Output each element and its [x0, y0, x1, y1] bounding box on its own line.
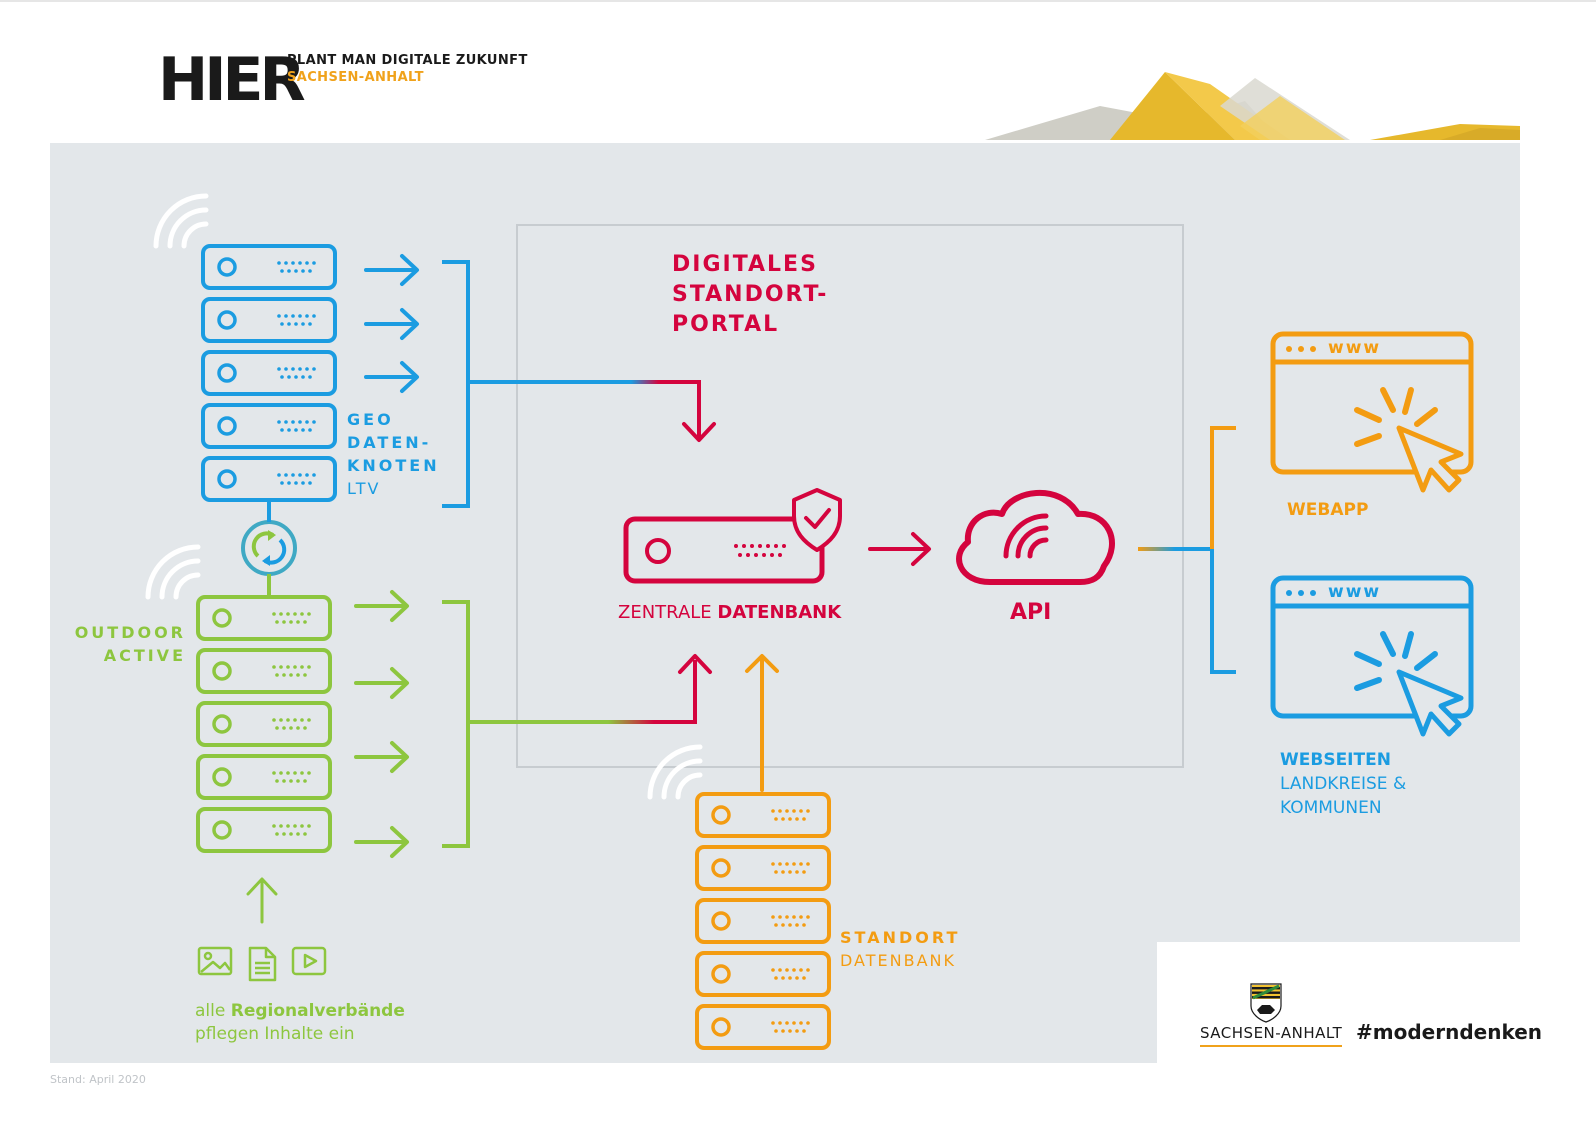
mountains-decoration [985, 72, 1520, 140]
geo-arrows [364, 254, 419, 393]
standort-label-line: DATENBANK [840, 951, 956, 970]
standort-server-stack [695, 792, 831, 1050]
outdoor-active-label: OUTDOOR ACTIVE [40, 621, 186, 667]
geo-server-stack [201, 244, 337, 502]
regionalverbaende-label: alle Regionalverbände pflegen Inhalte ei… [195, 1000, 405, 1046]
portal-title-line: DIGITALES [672, 252, 818, 277]
document-icon [248, 946, 277, 982]
top-rule [0, 0, 1596, 2]
outdoor-server-stack [196, 595, 332, 853]
hashtag: #moderndenken [1356, 1020, 1543, 1044]
zentrale-datenbank-label: ZENTRALE DATENBANK [618, 602, 841, 623]
cloud-icon [956, 489, 1115, 585]
regional-bold: Regionalverbände [230, 1001, 405, 1021]
webseiten-browser-url: www [1328, 582, 1382, 602]
state-name: SACHSEN-ANHALT [1200, 1024, 1343, 1047]
webseiten-label-line: KOMMUNEN [1280, 798, 1382, 818]
zentrale-prefix: ZENTRALE [618, 602, 718, 623]
zentrale-bold: DATENBANK [717, 602, 842, 623]
geo-label-line: GEO [347, 410, 394, 429]
wifi-icon-geo [156, 196, 206, 246]
geo-label-line: LTV [347, 479, 381, 498]
brand-tagline: PLANT MAN DIGITALE ZUKUNFT [287, 53, 528, 68]
brand-hier: HIER [158, 45, 306, 115]
webapp-label: WEBAPP [1287, 500, 1369, 520]
video-icon [291, 946, 327, 976]
standort-label-line: STANDORT [840, 928, 961, 947]
geo-datenknoten-label: GEO DATEN- KNOTEN LTV [347, 408, 440, 500]
portal-title: DIGITALES STANDORT- PORTAL [672, 250, 828, 340]
central-database-icon [623, 516, 825, 584]
brand-state: SACHSEN-ANHALT [287, 70, 424, 85]
webseiten-label-line: WEBSEITEN [1280, 750, 1391, 770]
regional-line-2: pflegen Inhalte ein [195, 1024, 355, 1044]
wifi-icon-standort [650, 747, 700, 797]
coat-of-arms-icon [1250, 983, 1282, 1023]
geo-label-line: KNOTEN [347, 456, 440, 475]
portal-title-line: PORTAL [672, 312, 780, 337]
image-icon [197, 946, 233, 976]
regional-prefix: alle [195, 1001, 231, 1021]
outdoor-arrows [354, 590, 409, 858]
wifi-icon-outdoor [148, 547, 198, 597]
outdoor-label-line: OUTDOOR [74, 623, 186, 642]
sync-icon [241, 520, 297, 576]
portal-box [516, 224, 1184, 768]
webapp-browser-url: www [1328, 338, 1382, 358]
standort-datenbank-label: STANDORT DATENBANK [840, 926, 960, 972]
portal-title-line: STANDORT- [672, 282, 829, 307]
geo-label-line: DATEN- [347, 433, 432, 452]
webseiten-label-line: LANDKREISE & [1280, 774, 1407, 794]
regional-line-1: alle Regionalverbände [195, 1000, 405, 1023]
api-label: API [1010, 600, 1052, 625]
shield-check-icon [792, 488, 842, 552]
outdoor-label-line: ACTIVE [103, 646, 186, 665]
stand-date: Stand: April 2020 [50, 1073, 146, 1086]
webseiten-label: WEBSEITEN LANDKREISE & KOMMUNEN [1280, 748, 1406, 820]
footer-corner [1157, 942, 1520, 1063]
